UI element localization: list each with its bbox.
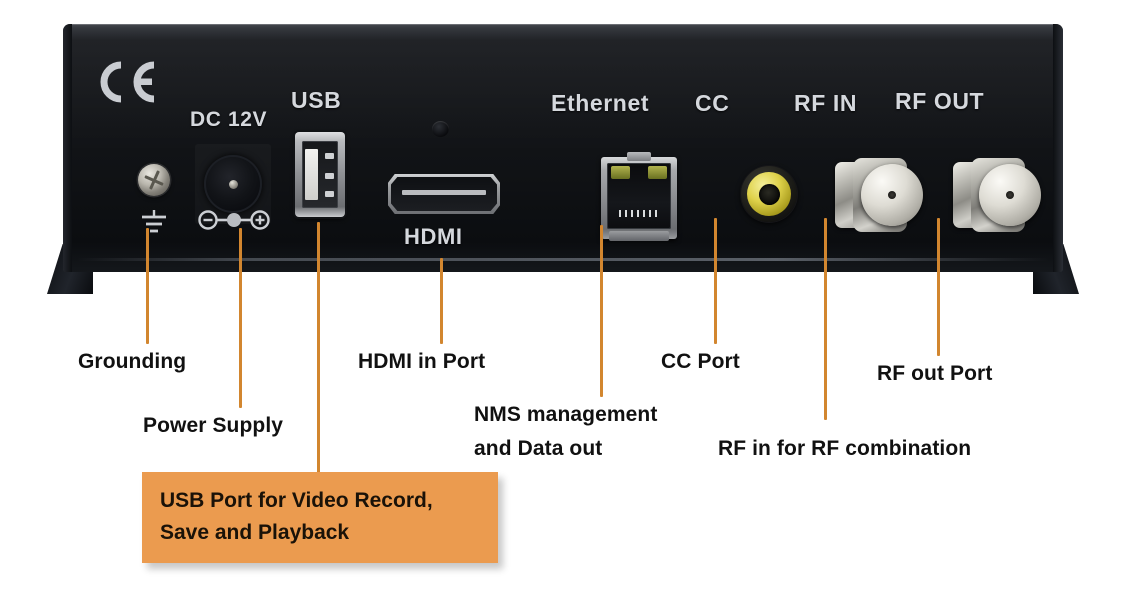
- ce-mark-icon: [97, 60, 159, 104]
- callout-rf-out-port: RF out Port: [877, 362, 993, 385]
- grounding-screw: [138, 164, 170, 196]
- rf-in-center-pin-hole: [888, 191, 896, 199]
- silkscreen-rf-out: RF OUT: [895, 88, 985, 114]
- activity-led-right: [648, 166, 667, 179]
- leader-line-cc-port: [714, 218, 717, 344]
- cc-rca-jack: [741, 166, 797, 222]
- device-rear-panel: DC 12V USB: [47, 24, 1079, 294]
- leader-line-power-supply: [239, 228, 242, 408]
- callout-hdmi-in-port: HDMI in Port: [358, 350, 486, 373]
- earth-ground-icon: [139, 210, 169, 236]
- usb-contact: [325, 173, 334, 179]
- chassis-panel: DC 12V USB: [63, 24, 1063, 272]
- callout-usb-port-highlight: USB Port for Video Record, Save and Play…: [142, 472, 498, 563]
- leader-line-rf-out-port: [937, 218, 940, 356]
- hdmi-port: [388, 174, 500, 214]
- leader-line-grounding: [146, 228, 149, 344]
- rca-ring: [747, 172, 791, 216]
- dc-power-jack: [204, 155, 262, 213]
- silkscreen-rf-in: RF IN: [794, 90, 858, 116]
- rf-in-connector: [835, 158, 923, 232]
- callout-grounding: Grounding: [78, 350, 187, 373]
- callout-cc-port: CC Port: [661, 350, 740, 373]
- usb-tongue: [305, 149, 318, 200]
- rj45-latch-slot: [627, 152, 651, 161]
- usb-port: [295, 132, 345, 217]
- panel-edge-left: [63, 24, 72, 272]
- hdmi-port-cavity: [391, 177, 497, 211]
- rf-out-connector: [953, 158, 1041, 232]
- callout-power-supply: Power Supply: [143, 414, 284, 437]
- rj45-cavity: [607, 163, 671, 229]
- callout-usb-line1: USB Port for Video Record,: [160, 489, 433, 512]
- link-led-left: [611, 166, 630, 179]
- callout-nms-line1: NMS management: [474, 403, 658, 426]
- rj45-shield-clip: [609, 231, 669, 241]
- rf-out-center-pin-hole: [1006, 191, 1014, 199]
- dc-polarity-icon: [198, 208, 270, 232]
- usb-port-cavity: [302, 141, 338, 208]
- leader-line-nms-management: [600, 225, 603, 397]
- silkscreen-cc: CC: [695, 90, 730, 116]
- ethernet-port: [601, 152, 677, 241]
- callout-usb-line2: Save and Playback: [160, 521, 350, 544]
- panel-edge-right: [1053, 24, 1063, 272]
- silkscreen-dc12v: DC 12V: [190, 108, 268, 131]
- leader-line-rf-in-combination: [824, 218, 827, 420]
- silkscreen-ethernet: Ethernet: [551, 90, 650, 116]
- rf-out-f-body: [979, 164, 1041, 226]
- callout-rf-in-combination: RF in for RF combination: [718, 437, 972, 460]
- panel-hole: [432, 121, 449, 137]
- rca-center-hole: [758, 183, 780, 205]
- silkscreen-hdmi: HDMI: [404, 224, 463, 249]
- rf-in-f-body: [861, 164, 923, 226]
- silkscreen-usb: USB: [291, 87, 342, 113]
- usb-contact: [325, 191, 334, 197]
- rj45-contacts: [619, 210, 659, 217]
- callout-nms-management: NMS management and Data out: [474, 398, 724, 466]
- usb-contact: [325, 153, 334, 159]
- leader-line-hdmi-in-port: [440, 258, 443, 344]
- leader-line-usb-port: [317, 222, 320, 489]
- hdmi-tongue: [401, 189, 487, 195]
- callout-nms-line2: and Data out: [474, 437, 603, 460]
